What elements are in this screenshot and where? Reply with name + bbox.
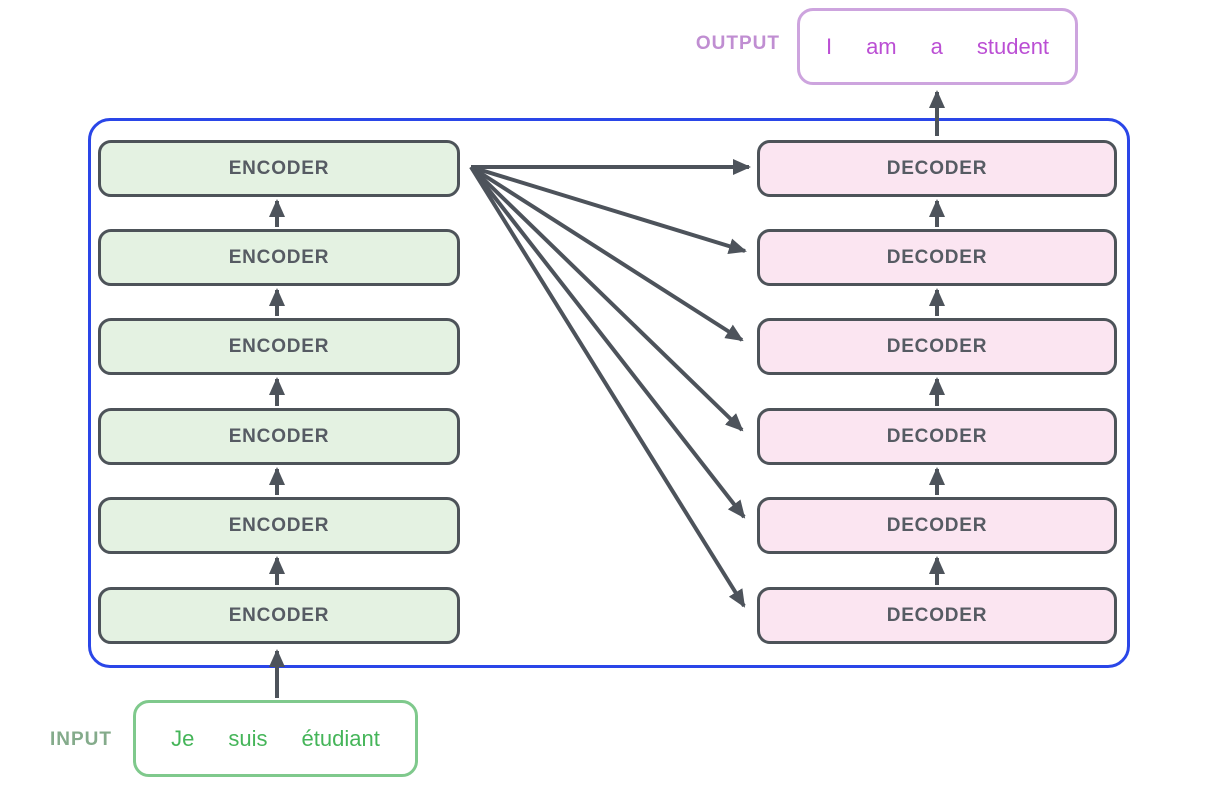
decoder-box-2: DECODER (757, 229, 1117, 286)
input-label: INPUT (50, 729, 112, 750)
decoder-box-4: DECODER (757, 408, 1117, 465)
input-word: suis (228, 725, 268, 751)
decoder-label: DECODER (886, 335, 988, 357)
encoder-box-5: ENCODER (98, 497, 460, 554)
decoder-label: DECODER (886, 157, 988, 179)
decoder-label: DECODER (886, 425, 988, 447)
decoder-label: DECODER (886, 514, 988, 536)
decoder-box-1: DECODER (757, 140, 1117, 197)
arrow-encoder-to-decoder-3 (469, 165, 744, 342)
encoder-box-4: ENCODER (98, 408, 460, 465)
decoder-box-5: DECODER (757, 497, 1117, 554)
input-sentence-box: Je suis étudiant (133, 700, 418, 777)
arrow-encoder-to-decoder-5 (469, 165, 746, 519)
encoder-label: ENCODER (228, 246, 330, 268)
decoder-label: DECODER (886, 604, 988, 626)
encoder-label: ENCODER (228, 335, 330, 357)
encoder-box-2: ENCODER (98, 229, 460, 286)
arrow-encoder-to-decoder-6 (469, 165, 746, 608)
encoder-box-6: ENCODER (98, 587, 460, 644)
decoder-box-6: DECODER (757, 587, 1117, 644)
model-container-frame (88, 118, 1130, 668)
output-word: student (976, 33, 1050, 59)
output-sentence-box: I am a student (797, 8, 1078, 85)
encoder-label: ENCODER (228, 157, 330, 179)
decoder-label: DECODER (886, 246, 988, 268)
encoder-label: ENCODER (228, 425, 330, 447)
output-word: I (825, 33, 833, 59)
decoder-box-3: DECODER (757, 318, 1117, 375)
encoder-box-1: ENCODER (98, 140, 460, 197)
output-word: am (866, 33, 897, 59)
arrow-encoder-to-decoder-4 (469, 165, 744, 432)
encoder-box-3: ENCODER (98, 318, 460, 375)
output-label: OUTPUT (695, 33, 780, 54)
output-word: a (930, 33, 943, 59)
arrow-encoder-to-decoder-2 (470, 165, 747, 254)
input-word: Je (171, 725, 195, 751)
encoder-label: ENCODER (228, 604, 330, 626)
arrow-group (269, 90, 945, 698)
encoder-label: ENCODER (228, 514, 330, 536)
input-word: étudiant (301, 725, 380, 751)
